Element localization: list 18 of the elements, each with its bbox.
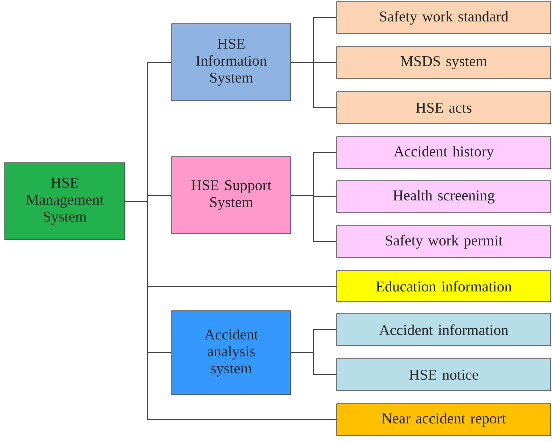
connector-line bbox=[290, 352, 338, 376]
root-box: HSE Management System bbox=[4, 162, 126, 240]
connector-line bbox=[290, 195, 338, 242]
item-box: Near accident report bbox=[336, 404, 552, 436]
category-box: Accident analysis system bbox=[172, 310, 292, 396]
item-box: HSE acts bbox=[336, 92, 552, 124]
connector-line bbox=[290, 62, 338, 108]
category-box: HSE Support System bbox=[172, 156, 292, 234]
category-box: HSE Information System bbox=[172, 24, 292, 102]
item-box: Education information bbox=[336, 270, 552, 302]
item-box: MSDS system bbox=[336, 46, 552, 80]
item-box: Safety work standard bbox=[336, 2, 552, 34]
connector-line bbox=[124, 201, 338, 420]
item-box: Accident information bbox=[336, 314, 552, 346]
item-box: Health screening bbox=[336, 180, 552, 214]
item-box: HSE notice bbox=[336, 358, 552, 392]
item-box: Accident history bbox=[336, 136, 552, 170]
item-box: Safety work permit bbox=[336, 226, 552, 258]
